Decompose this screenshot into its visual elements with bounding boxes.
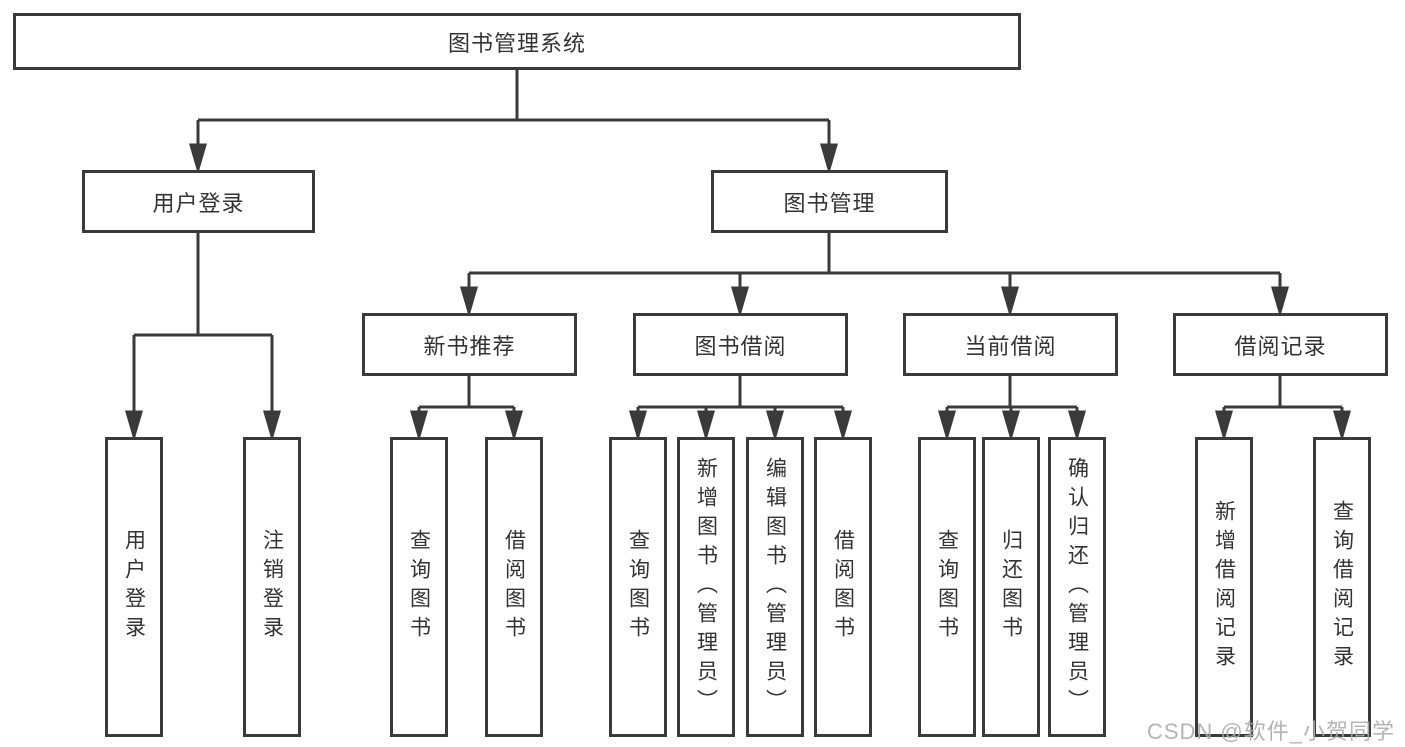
leaf-query-books-borrowing: 查询图书 <box>609 437 667 737</box>
arrowhead <box>460 286 478 318</box>
connector-current-borrow-branch <box>945 376 1079 416</box>
node-label: 图书管理 <box>783 190 876 216</box>
leaf-label: 查询图书 <box>407 529 431 645</box>
leaf-return-books: 归还图书 <box>982 437 1040 737</box>
arrowhead <box>1002 410 1020 442</box>
leaf-label: 确认归还（管理员） <box>1065 456 1089 718</box>
leaf-label: 借阅图书 <box>831 529 855 645</box>
connector-book-borrow-branch <box>636 376 845 416</box>
node-borrowing-records: 借阅记录 <box>1173 313 1388 376</box>
leaf-add-borrow-record: 新增借阅记录 <box>1195 437 1253 737</box>
node-library-management-system: 图书管理系统 <box>13 13 1021 70</box>
arrowhead <box>697 410 715 442</box>
leaf-label: 新增图书（管理员） <box>694 456 718 718</box>
node-book-borrowing: 图书借阅 <box>633 313 848 376</box>
connector-root-branch <box>196 70 831 149</box>
leaf-borrow-books-recommend: 借阅图书 <box>485 437 543 737</box>
arrowhead <box>938 410 956 442</box>
leaf-label: 查询借阅记录 <box>1330 500 1354 674</box>
leaf-label: 编辑图书（管理员） <box>763 456 787 718</box>
leaf-label: 归还图书 <box>999 529 1023 645</box>
node-new-book-recommendation: 新书推荐 <box>362 313 577 376</box>
arrowhead <box>834 410 852 442</box>
connector-new-book-branch <box>417 376 516 416</box>
leaf-label: 新增借阅记录 <box>1212 500 1236 674</box>
arrowhead <box>1271 286 1289 318</box>
arrowhead <box>731 286 749 318</box>
arrowhead <box>505 410 523 442</box>
leaf-label: 查询图书 <box>935 529 959 645</box>
node-label: 新书推荐 <box>423 333 516 359</box>
leaf-query-books-current: 查询图书 <box>918 437 976 737</box>
leaf-logout: 注销登录 <box>243 437 301 737</box>
leaf-borrow-books-borrowing: 借阅图书 <box>814 437 872 737</box>
leaf-label: 查询图书 <box>626 529 650 645</box>
arrowhead <box>125 410 143 442</box>
leaf-user-login: 用户登录 <box>105 437 163 737</box>
arrowhead <box>629 410 647 442</box>
leaf-confirm-return-admin: 确认归还（管理员） <box>1048 437 1106 737</box>
leaf-label: 借阅图书 <box>502 529 526 645</box>
node-current-borrowing: 当前借阅 <box>903 313 1118 376</box>
arrowhead <box>820 143 838 175</box>
arrowhead <box>1001 286 1019 318</box>
node-book-management: 图书管理 <box>711 170 948 233</box>
node-user-login: 用户登录 <box>82 170 315 233</box>
node-label: 图书管理系统 <box>447 30 586 56</box>
arrowhead <box>1215 410 1233 442</box>
leaf-add-books-admin: 新增图书（管理员） <box>677 437 735 737</box>
connector-book-management-branch <box>467 233 1282 292</box>
arrowhead <box>766 410 784 442</box>
arrowhead <box>1333 410 1351 442</box>
arrowhead <box>263 410 281 442</box>
connector-borrow-record-branch <box>1222 376 1344 416</box>
node-label: 借阅记录 <box>1234 333 1327 359</box>
node-label: 图书借阅 <box>694 333 787 359</box>
arrowhead <box>189 143 207 175</box>
leaf-query-borrow-record: 查询借阅记录 <box>1313 437 1371 737</box>
leaf-label: 注销登录 <box>260 529 284 645</box>
leaf-query-books-recommend: 查询图书 <box>390 437 448 737</box>
leaf-label: 用户登录 <box>122 529 146 645</box>
arrowhead <box>410 410 428 442</box>
node-label: 当前借阅 <box>964 333 1057 359</box>
connector-user-login-branch <box>132 233 274 416</box>
watermark: CSDN @软件_小贺同学 <box>1146 719 1395 744</box>
node-label: 用户登录 <box>152 190 245 216</box>
leaf-edit-books-admin: 编辑图书（管理员） <box>746 437 804 737</box>
arrowhead <box>1068 410 1086 442</box>
